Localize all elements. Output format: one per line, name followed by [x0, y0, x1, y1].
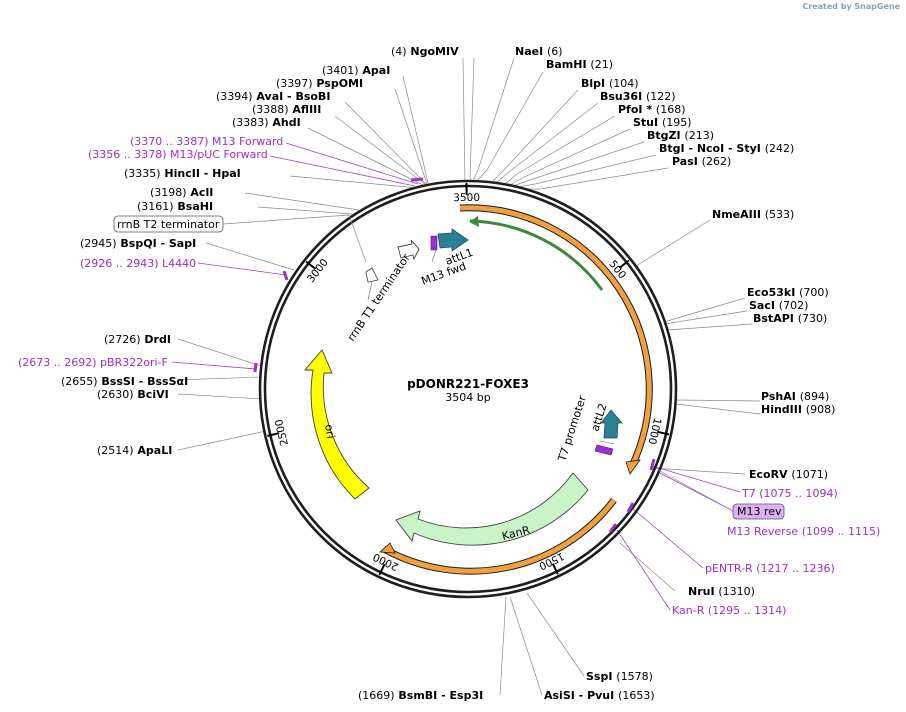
backbone — [258, 179, 678, 599]
ruler-tick — [657, 430, 670, 436]
primer-marks — [253, 177, 656, 533]
site-label-blpi[interactable]: BlpI (104) — [581, 77, 639, 90]
insert-feature — [379, 204, 653, 575]
site-label-hincii[interactable]: (3335) HincII - HpaI — [124, 167, 241, 180]
primer-label-m13rev[interactable]: M13 Reverse (1099 .. 1115) — [727, 525, 880, 538]
snapgene-credit: Created by SnapGene — [802, 2, 900, 11]
site-label-apali[interactable]: (2514) ApaLI — [97, 444, 172, 457]
plasmid-length: 3504 bp — [445, 391, 490, 404]
site-label-pasi[interactable]: PasI (262) — [672, 155, 731, 168]
site-label-bsssi[interactable]: (2655) BssSI - BssSαI — [61, 375, 188, 388]
site-label-sspi[interactable]: SspI (1578) — [586, 670, 653, 683]
ruler-tick — [305, 260, 317, 270]
site-label-ecorv[interactable]: EcoRV (1071) — [749, 468, 828, 481]
ruler-label: 3000 — [305, 257, 331, 285]
m13-fwd-label: M13 fwd — [420, 260, 468, 288]
site-label-ahdi[interactable]: (3383) AhdI — [232, 116, 301, 129]
site-label-stui[interactable]: StuI (195) — [633, 116, 692, 129]
primer-label-m13fwd[interactable]: (3370 .. 3387) M13 Forward — [130, 135, 283, 148]
site-label-nmeaiii[interactable]: NmeAIII (533) — [712, 208, 794, 221]
site-label-pshai[interactable]: PshAI (894) — [761, 390, 829, 403]
site-label-ngomiv[interactable]: (4) NgoMIV — [391, 45, 459, 58]
site-label-hindiii[interactable]: HindIII (908) — [761, 403, 835, 416]
leader-lines — [171, 57, 761, 696]
site-label-bsmbi[interactable]: (1669) BsmBI - Esp3I — [358, 689, 483, 702]
site-label-nrui[interactable]: NruI (1310) — [688, 585, 755, 598]
plasmid-name: pDONR221-FOXE3 — [407, 377, 529, 391]
rrnb-t2-label: rrnB T2 terminator — [117, 218, 220, 231]
kanr-feature: KanR — [395, 472, 589, 546]
ruler-label: 3500 — [453, 192, 480, 204]
rrnb-t2-box[interactable]: rrnB T2 terminator — [113, 214, 367, 263]
site-label-drdi[interactable]: (2726) DrdI — [104, 333, 171, 346]
site-label-naei[interactable]: NaeI (6) — [515, 45, 563, 58]
site-label-pfoi[interactable]: PfoI * (168) — [618, 103, 686, 116]
site-label-asisi[interactable]: AsiSI - PvuI (1653) — [544, 689, 655, 702]
ruler-tick — [267, 432, 280, 437]
rrnb-t1-label: rrnB T1 terminator — [345, 251, 413, 344]
site-label-pspomi[interactable]: (3397) PspOMI — [276, 77, 363, 90]
ori-feature: ori — [304, 349, 370, 500]
m13-rev-box[interactable]: M13 rev — [657, 469, 785, 520]
site-label-bsahi[interactable]: (3161) BsaHI — [137, 200, 213, 213]
site-label-bspqi[interactable]: (2945) BspQI - SapI — [80, 237, 196, 250]
attl1-feature: attL1 M13 fwd rrnB T1 terminator — [345, 228, 475, 344]
snapgene-logo-text: SnapGene — [854, 2, 900, 11]
site-label-bstapi[interactable]: BstAPI (730) — [753, 312, 827, 325]
t7-promoter-label: T7 promoter — [555, 394, 589, 464]
site-label-btgzi[interactable]: BtgZI (213) — [647, 129, 714, 142]
primer-labels: (3370 .. 3387) M13 Forward(3356 .. 3378)… — [18, 135, 880, 617]
ruler-tick — [378, 563, 386, 576]
site-label-bcivi[interactable]: (2630) BciVI — [97, 388, 169, 401]
site-label-acli[interactable]: (3198) AclI — [150, 186, 213, 199]
attl2-feature: T7 promoter attL2 — [555, 394, 623, 464]
primer-label-kanr[interactable]: Kan-R (1295 .. 1314) — [672, 604, 786, 617]
ruler-tick — [551, 563, 559, 575]
primer-label-t7[interactable]: T7 (1075 .. 1094) — [741, 487, 838, 500]
primer-label-pentrr[interactable]: pENTR-R (1217 .. 1236) — [705, 562, 835, 575]
site-label-eco53ki[interactable]: Eco53kI (700) — [747, 286, 829, 299]
site-label-bsu36i[interactable]: Bsu36I (122) — [600, 90, 676, 103]
credit-prefix: Created by — [802, 2, 852, 11]
primer-label-pbr322[interactable]: (2673 .. 2692) pBR322ori-F — [18, 356, 168, 369]
site-label-saci[interactable]: SacI (702) — [749, 299, 808, 312]
primer-label-l4440[interactable]: (2926 .. 2943) L4440 — [80, 257, 196, 270]
ruler-tick — [618, 259, 630, 269]
site-label-avai[interactable]: (3394) AvaI - BsoBI — [216, 90, 330, 103]
site-label-btgi[interactable]: BtgI - NcoI - StyI (242) — [659, 142, 794, 155]
primer-label-m13puc[interactable]: (3356 .. 3378) M13/pUC Forward — [88, 148, 268, 161]
site-label-apai[interactable]: (3401) ApaI — [322, 64, 390, 77]
site-label-afliii[interactable]: (3388) AflIII — [252, 103, 321, 116]
ruler-label: 1000 — [645, 417, 663, 446]
m13-rev-label: M13 rev — [737, 505, 782, 518]
ori-label: ori — [322, 423, 337, 439]
site-label-bamhi[interactable]: BamHI (21) — [546, 58, 613, 71]
ruler-label: 2500 — [273, 418, 291, 447]
